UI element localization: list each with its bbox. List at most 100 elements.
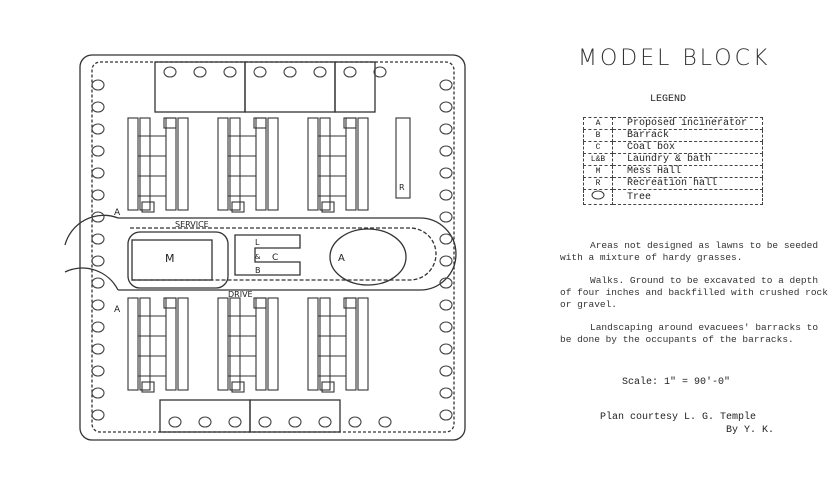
tree-icon	[91, 79, 105, 91]
tree-icon	[439, 167, 453, 179]
tree-icon	[439, 79, 453, 91]
barrack	[229, 117, 241, 211]
tree-icon	[439, 321, 453, 333]
tree-icon	[258, 416, 272, 428]
legend-label: Coal box	[612, 141, 763, 154]
barrack	[255, 297, 267, 391]
coal-box	[141, 201, 155, 213]
coal-box	[163, 297, 177, 309]
laundry-bath-building	[234, 234, 301, 276]
tree-icon	[91, 365, 105, 377]
barrack	[267, 117, 279, 211]
legend-key: B	[583, 129, 613, 142]
tree-icon	[343, 66, 357, 78]
tree-icon	[288, 416, 302, 428]
incinerator-label-south: A	[114, 305, 121, 315]
barrack	[307, 117, 319, 211]
tree-icon	[91, 145, 105, 157]
athletic-field	[329, 228, 407, 286]
coal-box	[231, 201, 245, 213]
barrack	[165, 117, 177, 211]
tree-icon	[283, 66, 297, 78]
laundry-label-l: L	[255, 238, 260, 247]
barrack	[229, 297, 241, 391]
mess-hall-label: M	[165, 252, 175, 265]
lot	[244, 61, 336, 113]
tree-icon	[91, 233, 105, 245]
tree-icon	[439, 299, 453, 311]
tree-icon	[439, 277, 453, 289]
service-drive	[118, 217, 457, 291]
tree-icon	[373, 66, 387, 78]
tree-icon	[439, 101, 453, 113]
service-label: SERVICE	[175, 220, 209, 229]
tree-icon	[313, 66, 327, 78]
coal-box	[253, 297, 267, 309]
tree-icon	[439, 255, 453, 267]
tree-icon	[198, 416, 212, 428]
coal-box-label: C	[272, 253, 278, 263]
athletic-field-label: A	[338, 253, 345, 264]
tree-icon	[91, 387, 105, 399]
note-grasses: Areas not designed as lawns to be seeded…	[560, 240, 819, 263]
mess-hall-yard	[127, 231, 229, 289]
recreation-hall	[395, 117, 411, 199]
legend-label: Tree	[612, 189, 763, 205]
legend-key: R	[583, 177, 613, 190]
incinerator-label-north: A	[114, 208, 121, 218]
coal-box	[343, 297, 357, 309]
legend-label: Mess Hall	[612, 165, 763, 178]
note-walks: Walks. Ground to be excavated to a depth…	[560, 275, 828, 310]
tree-icon	[91, 343, 105, 355]
tree-icon	[439, 387, 453, 399]
tree-icon	[439, 365, 453, 377]
barrack	[177, 117, 189, 211]
laundry-label-b: B	[255, 266, 261, 275]
tree-icon	[91, 101, 105, 113]
barrack	[345, 297, 357, 391]
legend-label: Proposed incinerator	[612, 117, 763, 130]
tree-icon	[318, 416, 332, 428]
tree-icon	[168, 416, 182, 428]
legend-key: C	[583, 141, 613, 154]
legend-row: Tree	[583, 189, 763, 205]
page-title: MODEL BLOCK	[578, 46, 771, 71]
tree-icon	[439, 343, 453, 355]
tree-icon	[91, 167, 105, 179]
legend-label: Recreation hall	[612, 177, 763, 190]
barrack	[127, 117, 139, 211]
tree-icon	[348, 416, 362, 428]
tree-icon	[439, 123, 453, 135]
drawn-by: By Y. K.	[726, 425, 775, 436]
drive-inner-edge	[130, 227, 437, 281]
tree-icon	[91, 123, 105, 135]
laundry-label-amp: &	[255, 253, 261, 261]
lot	[334, 61, 376, 113]
block-boundary	[79, 54, 466, 441]
legend-key: A	[583, 117, 613, 130]
tree-symbol-icon	[583, 189, 613, 205]
tree-icon	[439, 145, 453, 157]
lot	[249, 399, 341, 433]
drive-entrance-north	[64, 214, 119, 246]
barrack	[127, 297, 139, 391]
barrack	[357, 117, 369, 211]
barrack	[139, 297, 151, 391]
tree-icon	[91, 409, 105, 421]
tree-icon	[91, 189, 105, 201]
tree-icon	[223, 66, 237, 78]
tree-icon	[91, 255, 105, 267]
tree-icon	[91, 211, 105, 223]
legend-title: LEGEND	[650, 94, 687, 105]
barrack	[165, 297, 177, 391]
barrack	[177, 297, 189, 391]
tree-icon	[439, 211, 453, 223]
